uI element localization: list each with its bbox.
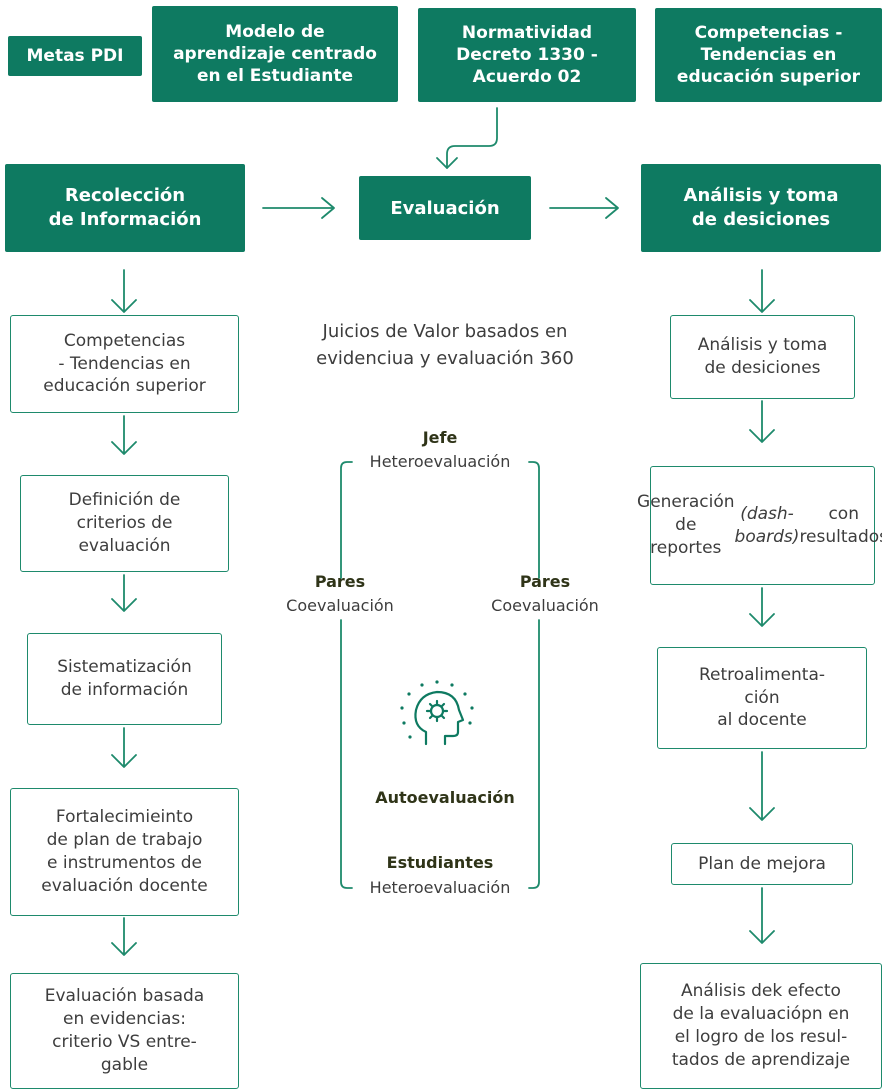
- right-step-3: Retroalimenta- ción al docente: [657, 647, 867, 749]
- right-arrow-4: [749, 751, 775, 821]
- right-step-5: Análisis dek efecto de la evaluacióp­n e…: [640, 963, 882, 1089]
- left-arrow-1: [111, 269, 137, 313]
- bracket-left-lower: [340, 619, 353, 889]
- right-arrow-1: [749, 269, 775, 313]
- estudiantes-title: Estudiantes: [386, 853, 494, 872]
- bracket-top-left: [340, 461, 353, 579]
- competencias-top-box: Competencias - Tendencias en educación s…: [655, 8, 882, 102]
- left-step-1: Competencias - Tendencias en educación s…: [10, 315, 239, 413]
- arrow-recoleccion-evaluacion: [262, 197, 335, 219]
- right-step-4: Plan de mejora: [671, 843, 853, 885]
- jefe-title: Jefe: [422, 428, 458, 447]
- icon-dots: [400, 680, 474, 739]
- arrow-evaluacion-analisis: [549, 197, 619, 219]
- estudiantes-sub: Heteroevaluación: [345, 878, 535, 897]
- left-arrow-3: [111, 574, 137, 612]
- pares-right-title: Pares: [519, 572, 571, 591]
- generacion-text-1: Generación de reportes: [637, 492, 735, 558]
- right-arrow-2: [749, 400, 775, 443]
- jefe-sub: Heteroevaluación: [345, 452, 535, 471]
- generacion-text-2: con resultados: [799, 503, 882, 547]
- analisis-main-box: Análisis y toma de desiciones: [641, 164, 881, 252]
- right-step-2: Generación de reportes (dash- boards) co…: [637, 466, 882, 585]
- left-arrow-5: [111, 917, 137, 956]
- bracket-right-lower: [528, 619, 540, 889]
- left-arrow-4: [111, 727, 137, 768]
- evaluacion-box: Evaluación: [359, 176, 531, 240]
- pares-left-sub: Coevaluación: [272, 596, 408, 615]
- juicios-text: Juicios de Valor basados en evidenciua y…: [316, 321, 574, 369]
- pares-right-sub: Coevaluación: [475, 596, 615, 615]
- pares-left-title: Pares: [314, 572, 366, 591]
- bracket-top-right: [528, 461, 540, 579]
- bent-arrow: [446, 107, 498, 169]
- auto-title: Autoevaluación: [375, 788, 515, 807]
- normatividad-box: Normatividad Decreto 1330 - Acuerdo 02: [418, 8, 636, 102]
- head-gear-icon: [414, 690, 465, 746]
- modelo-aprendizaje-box: Modelo de aprendizaje centrado en el Est…: [152, 6, 398, 102]
- generacion-text-italic: (dash- boards): [734, 503, 800, 547]
- right-arrow-3: [749, 587, 775, 627]
- right-step-1: Análisis y toma de desiciones: [670, 315, 855, 399]
- left-step-5: Evaluación basada en evidencias: criteri…: [10, 973, 239, 1089]
- left-arrow-2: [111, 415, 137, 455]
- right-arrow-5: [749, 887, 775, 944]
- left-step-4: Fortalecimieinto de plan de trabajo e in…: [10, 788, 239, 916]
- bent-arrowhead: [436, 157, 458, 169]
- recoleccion-box: Recolección de Información: [5, 164, 245, 252]
- left-step-2: Definición de criterios de evaluación: [20, 475, 229, 572]
- metas-pdi-box: Metas PDI: [8, 36, 142, 76]
- left-step-3: Sistematización de información: [27, 633, 222, 725]
